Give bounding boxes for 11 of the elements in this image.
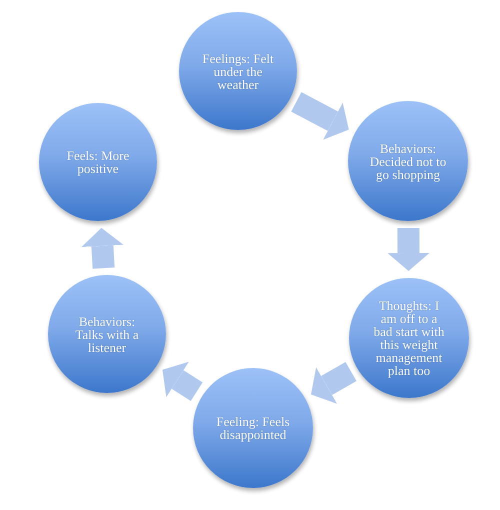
node-label: Feelings: Felt under the weather xyxy=(201,52,275,90)
block-arrow xyxy=(162,362,203,401)
node-label: Thoughts: I am off to a bad start with this weight management plan too xyxy=(372,299,446,377)
block-arrow xyxy=(388,228,430,271)
node-label: Feels: More positive xyxy=(66,149,130,175)
node-label: Behaviors: Talks with a listener xyxy=(74,314,140,354)
circle-node xyxy=(193,368,313,488)
node-label: Behaviors: Decided not to go shopping xyxy=(368,142,448,180)
node-label: Feeling: Feels disappointed xyxy=(215,415,291,441)
block-arrow xyxy=(310,362,356,404)
block-arrow xyxy=(291,92,349,140)
